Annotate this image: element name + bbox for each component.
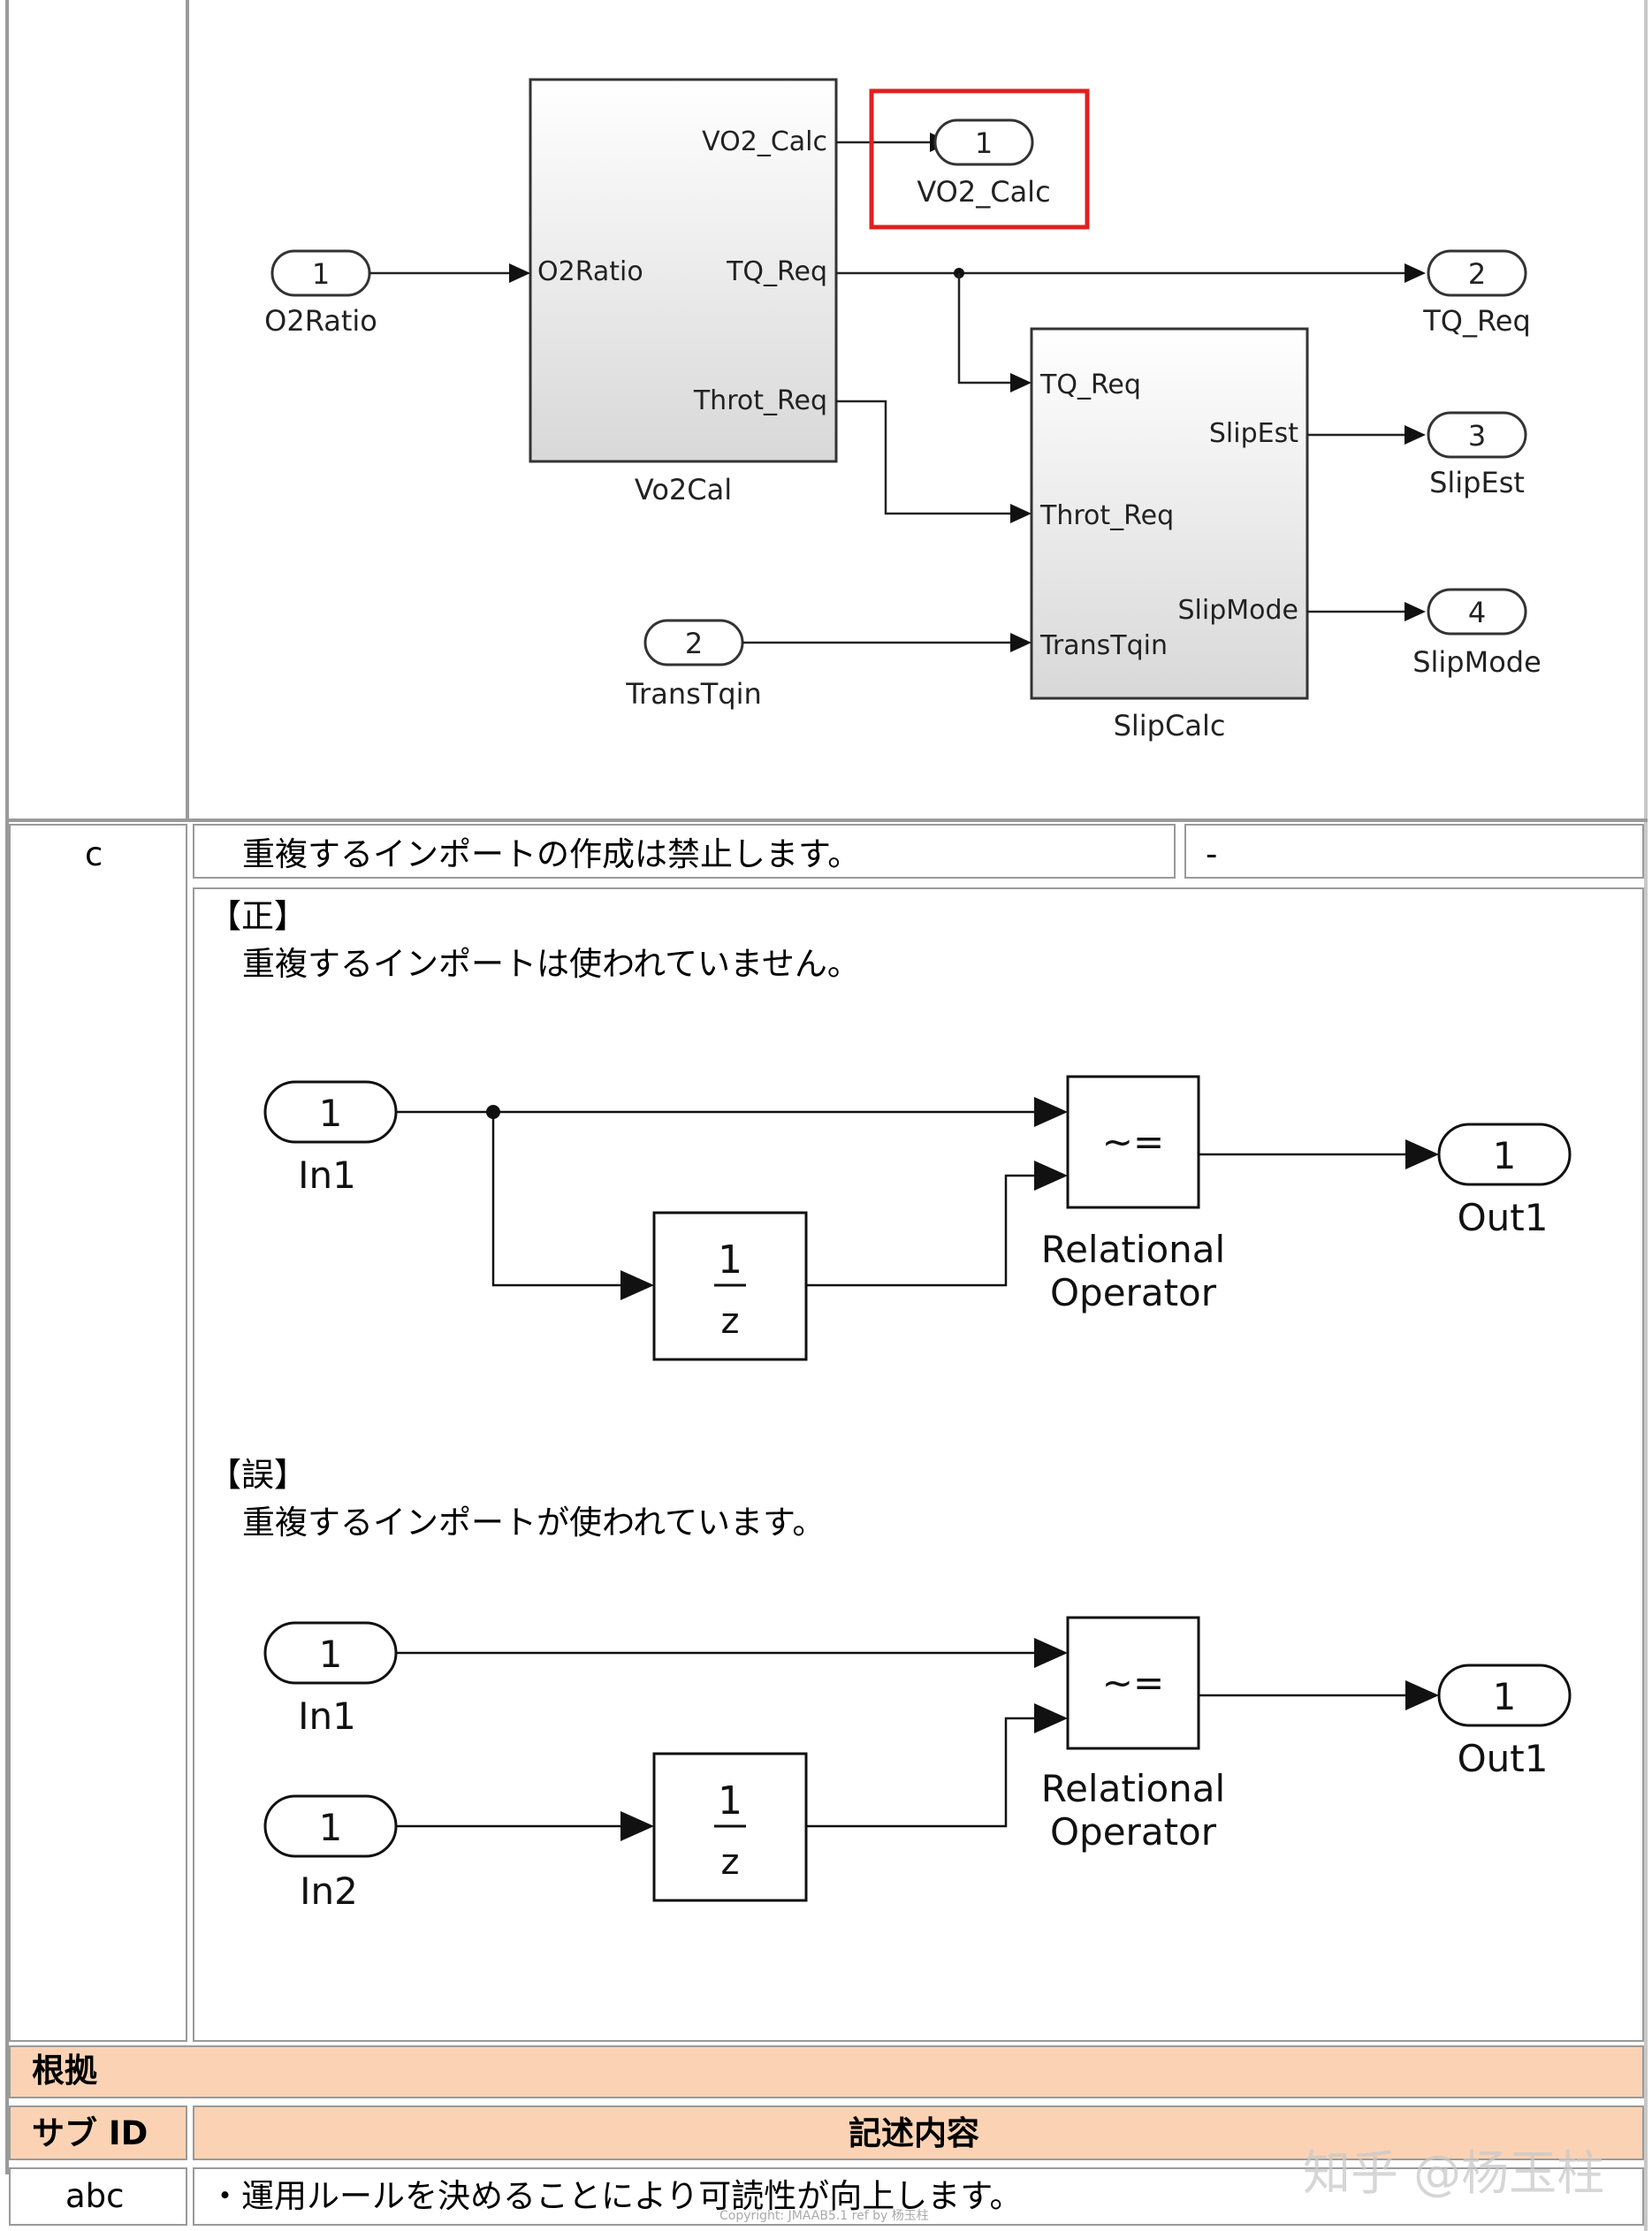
inport-in2-label: In2 xyxy=(300,1869,358,1913)
row-c-id-cell xyxy=(9,824,187,2042)
svg-text:z: z xyxy=(721,1301,740,1342)
left-outer-border xyxy=(5,0,9,2174)
vo2cal-out-tqreq: TQ_Req xyxy=(726,256,827,287)
row-c-note: - xyxy=(1206,835,1218,873)
subid-column-header xyxy=(9,2105,187,2160)
slipcalc-in-transtqin: TransTqin xyxy=(1039,630,1168,661)
correct-text: 重複するインポートは使われていません。 xyxy=(242,945,860,983)
svg-text:1: 1 xyxy=(319,1806,343,1849)
row-c-example-cell xyxy=(193,887,1644,2042)
slipcalc-out-slipmode: SlipMode xyxy=(1178,595,1299,626)
diagram-vo2cal-slipcalc: O2Ratio VO2_Calc TQ_Req Throt_Req Vo2Cal… xyxy=(264,78,1542,742)
relational-operator-block[interactable] xyxy=(1066,1616,1200,1750)
row-c-id: c xyxy=(85,835,103,873)
svg-text:4: 4 xyxy=(1468,596,1486,629)
svg-text:1: 1 xyxy=(319,1092,343,1135)
inport-transtqin-label: TransTqin xyxy=(625,677,762,711)
slipcalc-in-throtreq: Throt_Req xyxy=(1039,500,1174,531)
vo2cal-out-throtreq: Throt_Req xyxy=(693,385,827,416)
slipcalc-in-tqreq: TQ_Req xyxy=(1039,369,1141,400)
content-column-header xyxy=(193,2105,1644,2160)
subid-column-header-text: サブ ID xyxy=(32,2114,148,2152)
relational-operator-block[interactable] xyxy=(1066,1075,1200,1209)
copyright-footer: Copyright: JMAAB5.1 ref by 杨玉柱 xyxy=(719,2209,929,2223)
zhihu-watermark: 知乎 @杨玉柱 xyxy=(1303,2145,1605,2201)
outport-slipmode-label: SlipMode xyxy=(1412,645,1542,679)
relational-operator-label-1: Relational xyxy=(1041,1767,1225,1810)
rationale-row-id-cell xyxy=(9,2167,187,2226)
relational-operator-label-2: Operator xyxy=(1050,1810,1217,1854)
relational-operator-label-1: Relational xyxy=(1041,1228,1225,1271)
slipcalc-block-name: SlipCalc xyxy=(1114,709,1226,742)
vo2cal-out-vo2calc: VO2_Calc xyxy=(702,126,827,157)
outport-vo2calc[interactable] xyxy=(933,118,1034,166)
outport-tqreq[interactable] xyxy=(1427,249,1527,297)
outport-slipmode[interactable] xyxy=(1427,588,1527,636)
outport-out1[interactable] xyxy=(1437,1664,1572,1727)
rationale-row-content-cell xyxy=(193,2167,1644,2226)
rationale-row-id: abc xyxy=(65,2177,125,2215)
diagram-wrong: 1 In1 1 In2 1 z ~= Relational Operator 1… xyxy=(263,1616,1572,1913)
inport-in1-label: In1 xyxy=(298,1694,356,1738)
wrong-text: 重複するインポートが使われています。 xyxy=(242,1504,826,1542)
correct-heading: 【正】 xyxy=(209,897,307,935)
svg-text:1: 1 xyxy=(718,1778,742,1824)
diagram-correct: 1 In1 1 z ~= Relational Operator 1 Out1 xyxy=(263,1075,1572,1361)
relational-operator-label-2: Operator xyxy=(1050,1271,1217,1314)
svg-text:1: 1 xyxy=(975,126,993,160)
right-outer-border xyxy=(1644,0,1648,2231)
svg-text:~=: ~= xyxy=(1102,1120,1164,1163)
row-c-rule-cell xyxy=(193,824,1176,879)
inport-o2ratio-label: O2Ratio xyxy=(264,304,377,338)
wrong-heading: 【誤】 xyxy=(209,1456,307,1494)
slipcalc-out-slipest: SlipEst xyxy=(1209,418,1298,449)
outport-vo2calc-label: VO2_Calc xyxy=(917,175,1050,209)
outport-tqreq-label: TQ_Req xyxy=(1422,304,1531,338)
inport-in1-label: In1 xyxy=(298,1154,356,1197)
row-c-note-cell xyxy=(1184,824,1644,879)
vo2cal-block[interactable] xyxy=(529,78,838,463)
rationale-header xyxy=(9,2045,1644,2098)
svg-text:1: 1 xyxy=(718,1237,742,1283)
highlight-box xyxy=(869,88,1090,230)
rationale-header-text: 根拠 xyxy=(32,2052,97,2090)
svg-text:2: 2 xyxy=(685,627,703,660)
outport-slipest[interactable] xyxy=(1427,411,1527,459)
svg-text:z: z xyxy=(721,1842,740,1883)
outport-slipest-label: SlipEst xyxy=(1429,466,1525,499)
vo2cal-block-name: Vo2Cal xyxy=(635,473,732,506)
content-column-header-text: 記述内容 xyxy=(849,2114,979,2152)
id-column-divider xyxy=(186,0,189,822)
rationale-row-text: ・運用ルールを決めることにより可読性が向上します。 xyxy=(209,2177,1023,2215)
row-c-rule-text: 重複するインポートの作成は禁止します。 xyxy=(242,835,861,873)
svg-text:1: 1 xyxy=(1493,1675,1517,1718)
svg-text:2: 2 xyxy=(1468,257,1486,291)
outport-out1-label: Out1 xyxy=(1458,1196,1549,1239)
svg-text:1: 1 xyxy=(312,257,330,291)
svg-text:1: 1 xyxy=(1493,1134,1517,1177)
svg-text:3: 3 xyxy=(1468,419,1486,453)
vo2cal-in-o2ratio: O2Ratio xyxy=(537,256,643,287)
outport-out1-label: Out1 xyxy=(1458,1737,1549,1780)
outport-out1[interactable] xyxy=(1437,1123,1572,1186)
slipcalc-block[interactable] xyxy=(1030,327,1309,700)
svg-text:1: 1 xyxy=(319,1633,343,1676)
row-c-separator xyxy=(5,819,1648,822)
svg-text:~=: ~= xyxy=(1102,1661,1164,1704)
